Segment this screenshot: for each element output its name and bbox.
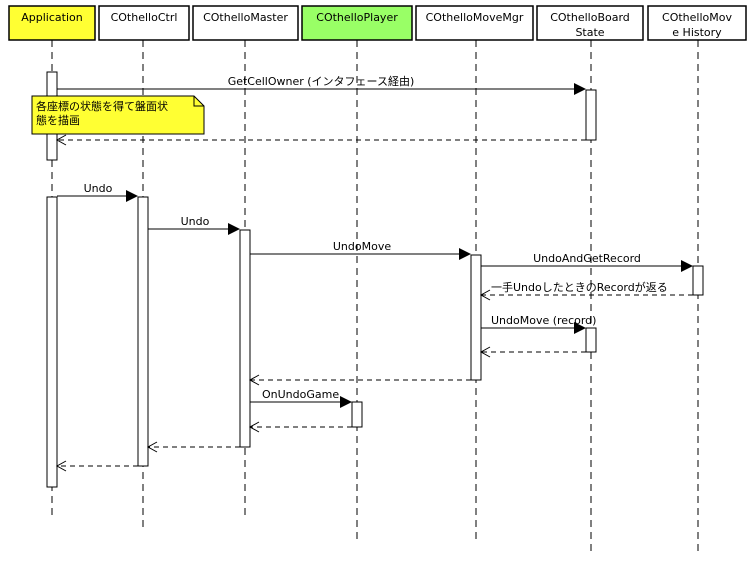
activation-app: [46, 196, 58, 488]
message-label: 一手UndoしたときのRecordが返る: [491, 280, 668, 294]
arrowhead-filled: [681, 260, 693, 272]
activation-board: [585, 327, 597, 353]
message-label: Undo: [84, 182, 113, 195]
arrowhead-open: [479, 346, 491, 358]
message-label: UndoMove (record): [491, 314, 596, 327]
arrowhead-open: [479, 289, 491, 301]
participant-label-app: Application: [21, 11, 82, 24]
participant-movemgr: [415, 5, 534, 41]
participant-label-board: COthelloBoard: [550, 11, 630, 24]
participant-label-history: COthelloMov: [662, 11, 732, 24]
participant-master: [192, 5, 299, 41]
note-text: 各座標の状態を得て盤面状: [36, 99, 168, 113]
activation-ctrl: [137, 196, 149, 467]
message-label: UndoMove: [333, 240, 391, 253]
participant-label-ctrl: COthelloCtrl: [111, 11, 178, 24]
message-undo-1: Undo: [57, 182, 138, 202]
message-undomove-record-return: [479, 346, 586, 358]
participant-label-board: State: [575, 26, 604, 39]
note-fold: [193, 96, 204, 107]
message-undo-2: Undo: [148, 215, 240, 235]
message-label: UndoAndGetRecord: [533, 252, 641, 265]
message-label: GetCellOwner (インタフェース経由): [228, 74, 415, 88]
arrowhead-filled: [574, 322, 586, 334]
message-onundogame-return: [248, 421, 352, 433]
message-undomove-record: UndoMove (record): [481, 314, 596, 334]
participant-label-player: COthelloPlayer: [316, 11, 398, 24]
arrowhead-filled: [126, 190, 138, 202]
participant-ctrl: [98, 5, 190, 41]
participant-history: [647, 5, 747, 41]
arrowhead-filled: [459, 248, 471, 260]
message-undomove-return: [248, 374, 471, 386]
activation-history: [692, 265, 704, 296]
message-record-return: 一手UndoしたときのRecordが返る: [479, 280, 693, 301]
arrowhead-open: [146, 441, 158, 453]
message-label: OnUndoGame: [262, 388, 339, 401]
message-undoandgetrecord: UndoAndGetRecord: [481, 252, 693, 272]
participant-board: [536, 5, 644, 41]
message-onundogame: OnUndoGame: [250, 388, 352, 408]
activation-master: [239, 229, 251, 448]
arrowhead-filled: [574, 83, 586, 95]
message-undomove: UndoMove: [250, 240, 471, 260]
activation-movemgr: [470, 254, 482, 381]
message-getcellowner-return: [55, 134, 586, 146]
activation-player: [351, 401, 363, 428]
arrowhead-open: [55, 134, 67, 146]
arrowhead-open: [248, 421, 260, 433]
note-box: [31, 95, 205, 135]
arrowhead-filled: [228, 223, 240, 235]
participant-app: [8, 5, 96, 41]
participant-label-history: e History: [672, 26, 722, 39]
participant-label-master: COthelloMaster: [203, 11, 288, 24]
arrowhead-open: [248, 374, 260, 386]
arrowhead-filled: [340, 396, 352, 408]
message-undo-2-return: [146, 441, 240, 453]
message-getcellowner: GetCellOwner (インタフェース経由): [57, 74, 586, 95]
arrowhead-open: [55, 460, 67, 472]
participant-label-movemgr: COthelloMoveMgr: [426, 11, 524, 24]
note-text: 態を描画: [36, 113, 80, 127]
activation-board: [585, 89, 597, 141]
participant-player: [301, 5, 413, 41]
message-label: Undo: [181, 215, 210, 228]
message-undo-1-return: [55, 460, 138, 472]
